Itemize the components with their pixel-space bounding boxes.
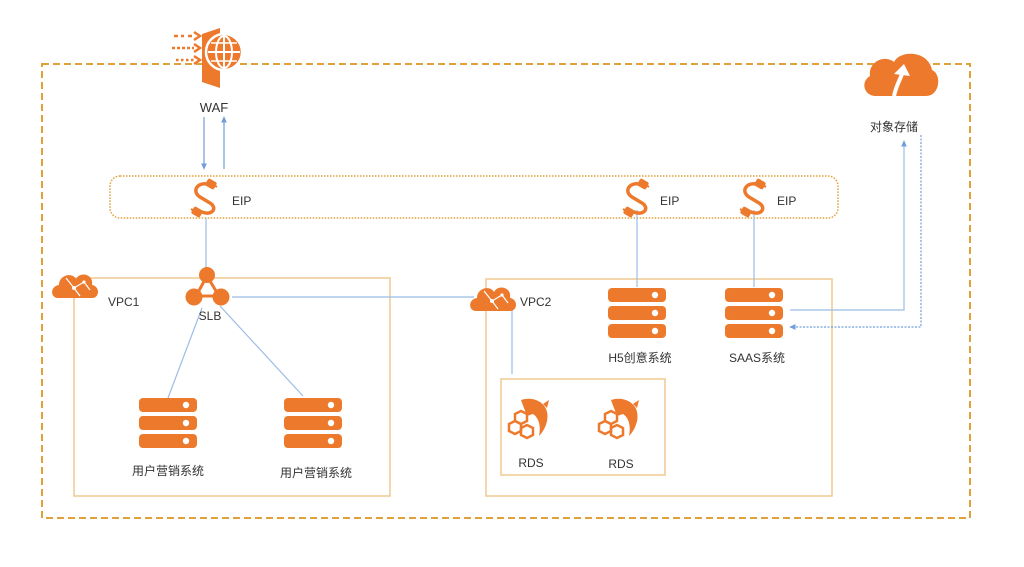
slb-server2-line (219, 305, 304, 397)
server-icon-2[interactable] (284, 398, 342, 448)
vpc1-box (73, 277, 391, 497)
saas-label: SAAS系统 (729, 351, 785, 365)
oss-to-saas-arrow (789, 135, 922, 330)
slb-label: SLB (199, 309, 222, 323)
rds-box (500, 378, 666, 476)
rds-icon-1[interactable] (507, 397, 551, 440)
saas-to-oss-arrow (790, 140, 907, 311)
slb-server1-line (167, 307, 203, 399)
server-icon-saas[interactable] (725, 288, 783, 338)
server-icon-1[interactable] (139, 398, 197, 448)
vpc2-label: VPC2 (520, 295, 552, 309)
vpc2-box (485, 278, 833, 497)
rds1-label: RDS (518, 456, 543, 470)
slb-icon[interactable] (185, 267, 230, 306)
eip-icon (737, 176, 769, 220)
server1-label: 用户营销系统 (132, 463, 204, 478)
object-storage-label: 对象存储 (870, 119, 918, 134)
rds-icon-2[interactable] (597, 397, 641, 440)
vpc2-cloud-icon (469, 286, 517, 312)
waf-icon[interactable] (172, 28, 244, 88)
eip-label-1: EIP (232, 194, 251, 208)
eip-label-2: EIP (660, 194, 679, 208)
outer-boundary (41, 63, 971, 519)
rds2-label: RDS (608, 457, 633, 471)
waf-label: WAF (200, 100, 228, 115)
eip-icon (188, 176, 220, 220)
server2-label: 用户营销系统 (280, 465, 352, 480)
eip-icon (620, 176, 652, 220)
object-storage-icon[interactable] (864, 53, 939, 97)
eip-label-3: EIP (777, 194, 796, 208)
eip-zone (109, 175, 839, 219)
server-icon-h5[interactable] (608, 288, 666, 338)
vpc1-label: VPC1 (108, 295, 140, 309)
h5-label: H5创意系统 (608, 350, 671, 365)
